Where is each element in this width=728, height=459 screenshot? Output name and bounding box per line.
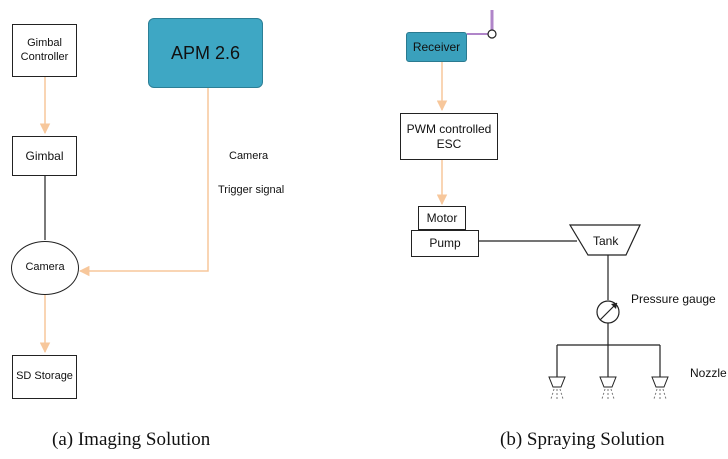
motor-box: Motor [418,206,466,230]
trigger-label-signal: Trigger signal [218,184,285,196]
caption-imaging: (a) Imaging Solution [52,429,211,450]
nozzle-label: Nozzle [690,366,727,380]
tank-shape [568,224,641,256]
tank-label: Tank [593,234,619,248]
camera-node: Camera [11,241,79,295]
pressure-gauge-label: Pressure gauge [631,292,716,306]
pressure-gauge-icon [596,300,620,324]
sd-storage-box: SD Storage [12,355,77,399]
trigger-label-camera: Camera [229,150,269,162]
arrow-trigger-signal [78,88,209,277]
nozzle-icon [548,376,566,400]
nozzle-icon [599,376,617,400]
gimbal-box: Gimbal [12,136,77,176]
nozzle-icon [651,376,669,400]
receiver-antenna-tip [487,29,497,39]
apm-box: APM 2.6 [148,18,263,88]
receiver-box: Receiver [406,32,467,62]
pump-box: Pump [411,230,479,257]
gimbal-controller-box: Gimbal Controller [12,24,77,77]
esc-box: PWM controlled ESC [400,113,498,160]
caption-spraying: (b) Spraying Solution [500,429,665,450]
